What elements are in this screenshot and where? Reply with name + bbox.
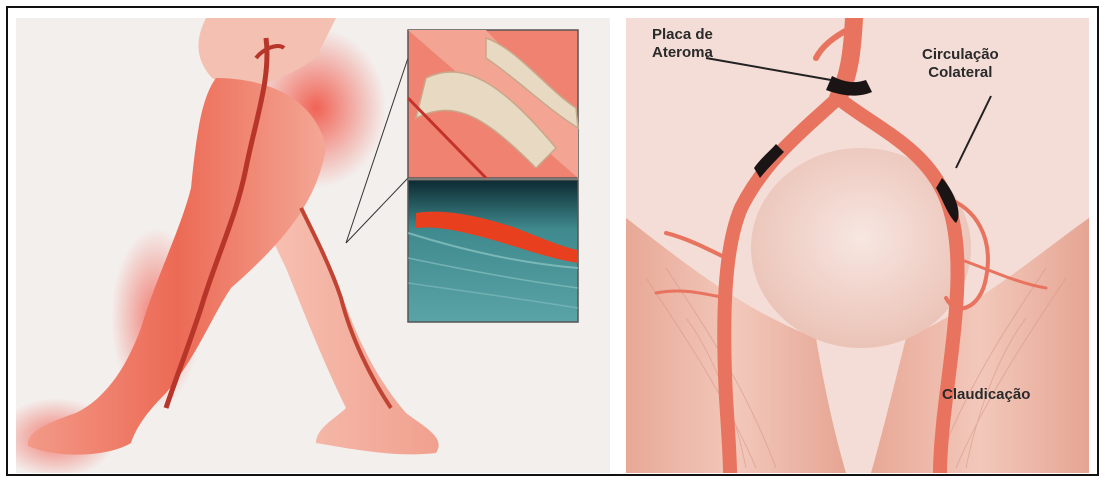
placa-label-line2: Ateroma: [652, 44, 713, 62]
claudicacao-label: Claudicação: [942, 386, 1030, 404]
pelvis-drawing: [626, 18, 1089, 473]
artery-cross-section-inset: [408, 30, 578, 178]
placa-label-line1: Placa de: [652, 26, 713, 44]
callout-line-bottom: [346, 178, 408, 243]
front-leg: [28, 78, 326, 455]
circulacao-colateral-label: Circulação Colateral: [922, 46, 999, 82]
legs-illustration: [16, 18, 610, 473]
ultrasound-inset: [408, 180, 578, 322]
circulacao-label-line1: Circulação: [922, 46, 999, 64]
circulacao-label-line2: Colateral: [922, 64, 999, 82]
pelvis-illustration: Placa de Ateroma Circulação Colateral Cl…: [626, 18, 1089, 473]
legs-drawing: [16, 18, 610, 473]
placa-ateroma-label: Placa de Ateroma: [652, 26, 713, 62]
